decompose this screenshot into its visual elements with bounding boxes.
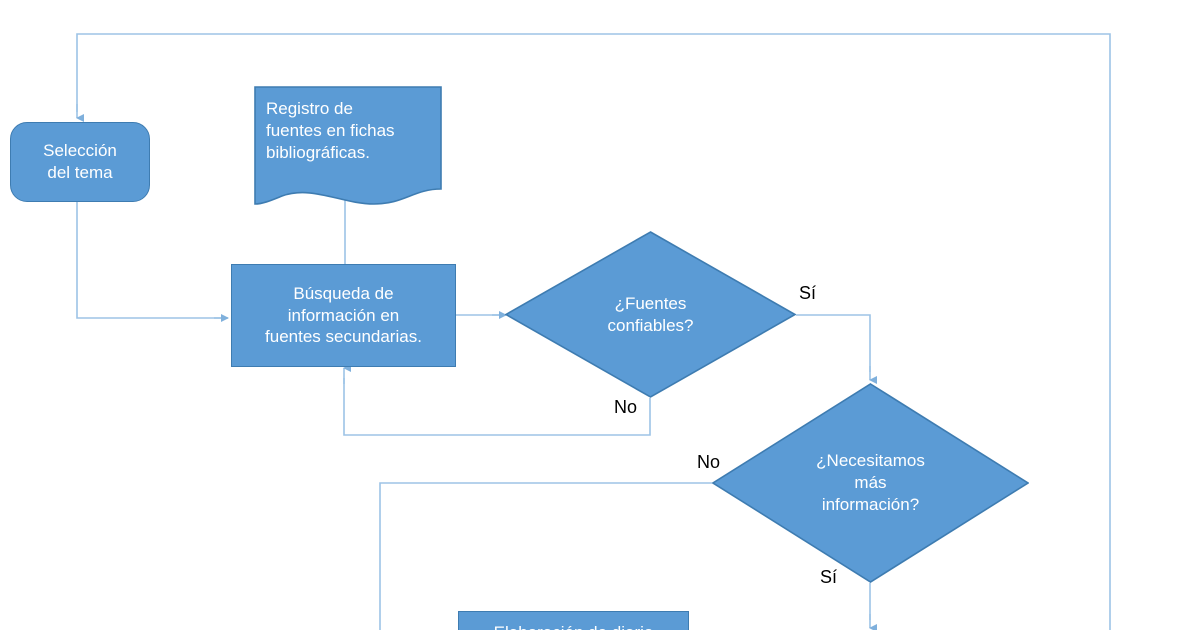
edge-label-si-necesitamos: Sí <box>820 567 838 587</box>
node-registro-fuentes-label: Registro de fuentes en fichas bibliográf… <box>266 99 395 162</box>
edge-fuentes-si <box>796 314 871 372</box>
node-necesitamos-mas-informacion-label: ¿Necesitamos más información? <box>816 451 925 514</box>
edge-seleccion-busqueda <box>76 202 221 319</box>
node-fuentes-confiables-label: ¿Fuentes confiables? <box>607 293 694 335</box>
node-elaboracion-diario[interactable]: Elaboración de diario <box>458 611 689 630</box>
node-seleccion-del-tema[interactable]: Selección del tema <box>10 122 150 202</box>
node-registro-fuentes[interactable]: Registro de fuentes en fichas bibliográf… <box>254 86 442 210</box>
decision-diamond-icon <box>505 231 796 398</box>
node-seleccion-del-tema-label: Selección del tema <box>43 141 117 182</box>
edge-label-si-fuentes: Sí <box>799 283 817 303</box>
node-busqueda-informacion[interactable]: Búsqueda de información en fuentes secun… <box>231 264 456 367</box>
node-busqueda-informacion-label: Búsqueda de información en fuentes secun… <box>265 283 422 347</box>
node-elaboracion-diario-label: Elaboración de diario <box>488 612 660 630</box>
edge-necesitamos-no <box>379 482 712 630</box>
decision-diamond-icon <box>712 383 1029 583</box>
edge-label-no-necesitamos: No <box>697 452 721 472</box>
node-necesitamos-mas-informacion[interactable]: ¿Necesitamos más información? <box>712 383 1029 583</box>
node-fuentes-confiables[interactable]: ¿Fuentes confiables? <box>505 231 796 398</box>
edge-label-no-fuentes: No <box>614 397 638 417</box>
document-shape-icon <box>254 86 442 205</box>
